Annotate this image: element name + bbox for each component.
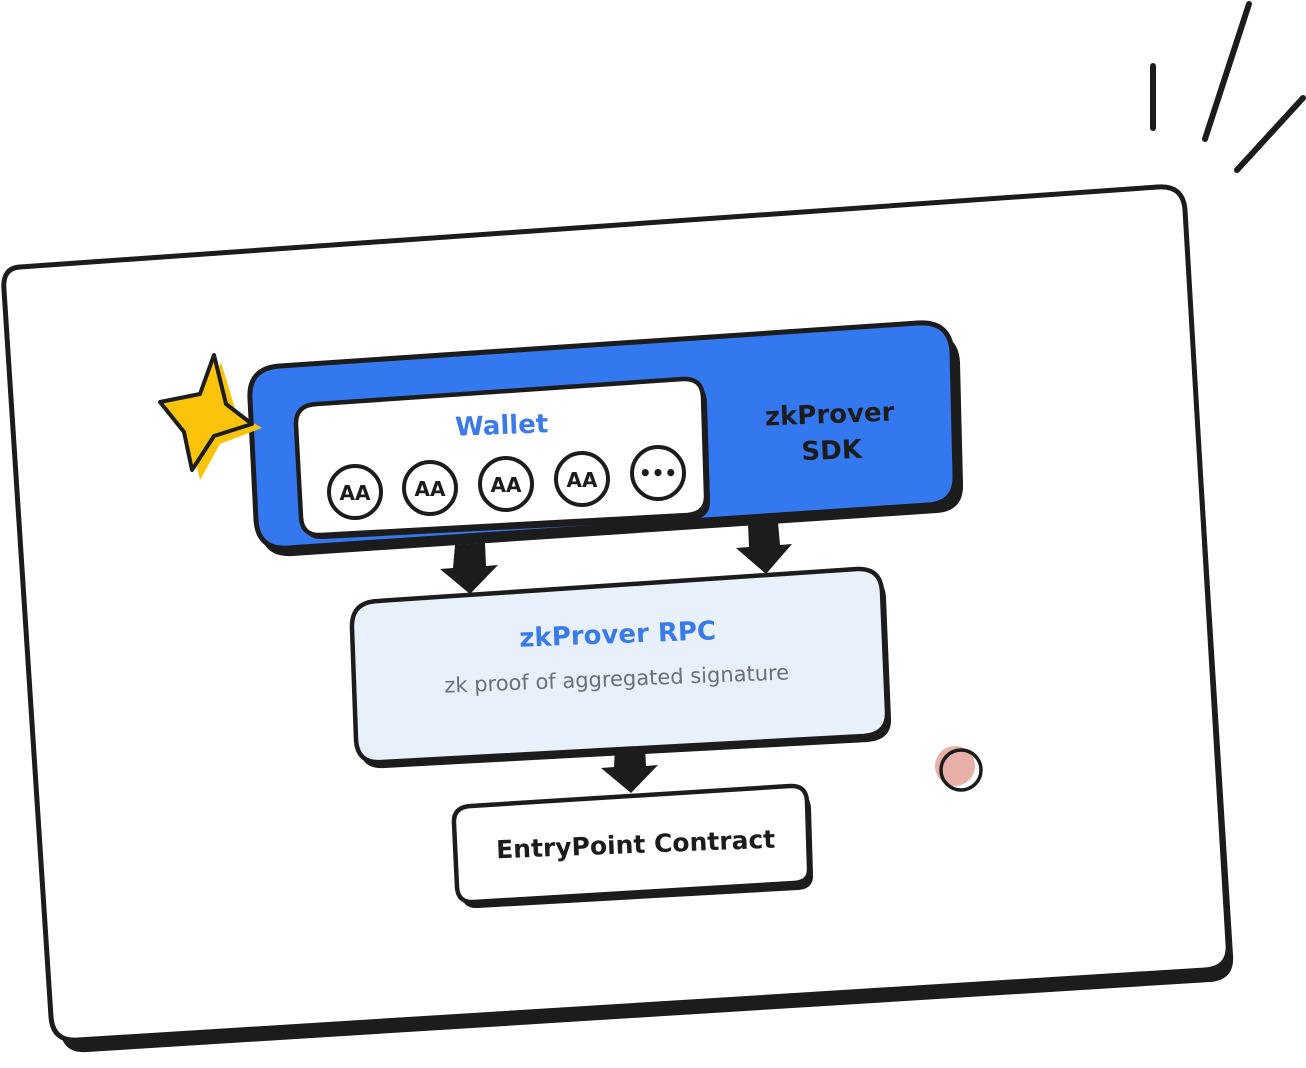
arrow-down-icon (601, 746, 658, 793)
svg-text:AA: AA (567, 468, 598, 492)
rpc-box (349, 566, 890, 765)
arrow-down-icon (440, 543, 498, 594)
sparkle-star-icon (158, 353, 262, 480)
aa-account-icon: AA (402, 460, 458, 516)
account-abstraction-list: AA AA AA AA ••• (327, 445, 686, 520)
more-accounts-icon: ••• (630, 445, 686, 501)
svg-text:AA: AA (491, 473, 522, 497)
svg-text:•••: ••• (639, 461, 677, 485)
sdk-label-line1: zkProver (764, 398, 895, 433)
aa-account-icon: AA (327, 464, 383, 520)
sdk-label-line2: SDK (801, 435, 863, 467)
pink-dot-icon (935, 746, 983, 792)
emphasis-lines-icon (1150, 1, 1306, 173)
arrow-down-icon (736, 522, 792, 574)
svg-text:AA: AA (340, 481, 371, 505)
svg-text:AA: AA (415, 477, 446, 501)
wallet-title: Wallet (455, 409, 549, 443)
aa-account-icon: AA (478, 456, 534, 512)
entrypoint-box (451, 783, 812, 905)
aa-account-icon: AA (554, 451, 610, 507)
